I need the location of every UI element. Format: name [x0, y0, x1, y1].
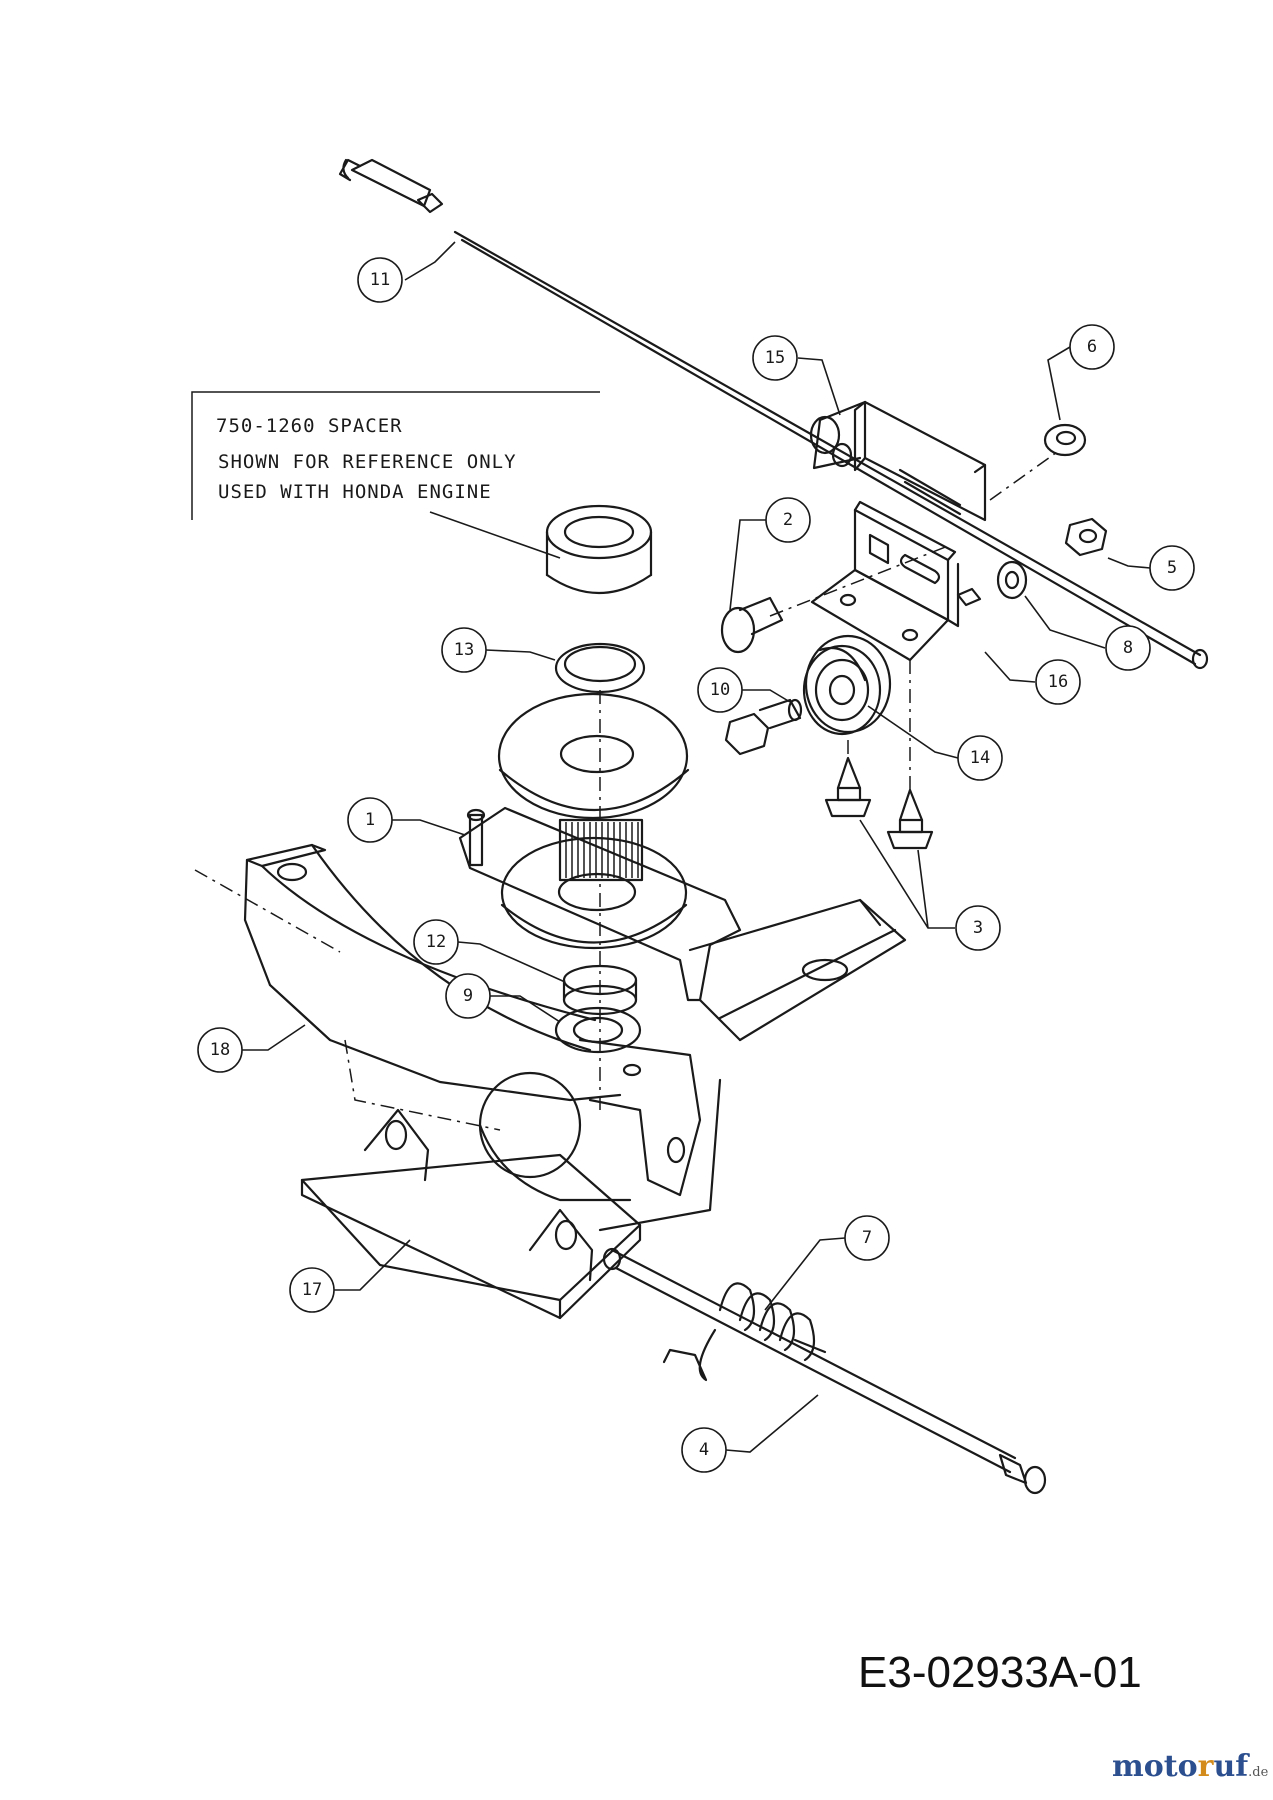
callout-1: 1	[347, 797, 466, 843]
centerline	[769, 545, 949, 617]
shoulder-bolt-10	[724, 698, 803, 756]
callout-9: 9	[445, 973, 561, 1023]
spacer-750-1260	[545, 504, 653, 594]
upper-bracket	[809, 400, 987, 522]
svg-text:17: 17	[302, 1280, 322, 1300]
svg-text:3: 3	[973, 918, 983, 938]
drive-disc-upper	[497, 692, 690, 820]
callout-5: 5	[1107, 545, 1195, 591]
callout-10: 10	[697, 667, 791, 713]
pivot-tube	[478, 1071, 632, 1202]
svg-text:18: 18	[210, 1040, 230, 1060]
callout-13: 13	[441, 627, 556, 673]
shift-rod	[338, 158, 1209, 670]
callout-7: 7	[764, 1215, 890, 1311]
idler-bracket	[810, 500, 982, 662]
svg-text:8: 8	[1123, 638, 1133, 658]
screw-3a	[824, 756, 872, 818]
watermark-part-2: r	[1197, 1749, 1214, 1784]
callout-11: 11	[357, 241, 456, 303]
callout-2: 2	[729, 497, 811, 611]
note-line-2: SHOWN FOR REFERENCE ONLY	[218, 451, 517, 473]
screw-3b	[886, 788, 934, 850]
svg-text:14: 14	[970, 748, 990, 768]
watermark-part-3: uf	[1213, 1749, 1249, 1784]
carriage-bolt-2	[720, 596, 784, 654]
svg-text:12: 12	[426, 932, 446, 952]
svg-text:16: 16	[1048, 672, 1068, 692]
centerline	[194, 869, 341, 953]
svg-text:6: 6	[1087, 337, 1097, 357]
lower-rod	[602, 1247, 1047, 1495]
svg-text:2: 2	[783, 510, 793, 530]
callout-8: 8	[1024, 595, 1151, 671]
svg-text:10: 10	[710, 680, 730, 700]
mounting-plate	[458, 806, 907, 1042]
centerline	[989, 449, 1061, 501]
drive-disc-lower	[500, 836, 688, 950]
svg-text:4: 4	[699, 1440, 709, 1460]
svg-text:13: 13	[454, 640, 474, 660]
callout-15: 15	[752, 335, 841, 416]
callout-14: 14	[867, 705, 1003, 781]
centerline	[344, 1039, 501, 1131]
svg-text:7: 7	[862, 1228, 872, 1248]
svg-text:5: 5	[1167, 558, 1177, 578]
svg-text:1: 1	[365, 810, 375, 830]
note-line-1: 750-1260 SPACER	[216, 415, 403, 437]
spring	[662, 1282, 827, 1382]
site-watermark-logo: motoruf.de	[1112, 1752, 1268, 1782]
nut-5	[1064, 517, 1108, 557]
callout-6: 6	[1047, 324, 1115, 421]
base-plate	[300, 1078, 722, 1320]
washer-13	[554, 642, 646, 694]
watermark-suffix: .de	[1248, 1765, 1269, 1780]
bearing-12	[562, 964, 638, 1016]
svg-text:11: 11	[370, 270, 390, 290]
note-line-3: USED WITH HONDA ENGINE	[218, 481, 492, 503]
svg-text:15: 15	[765, 348, 785, 368]
svg-text:9: 9	[463, 986, 473, 1006]
callout-16: 16	[984, 651, 1081, 705]
callout-18: 18	[197, 1024, 306, 1073]
drawing-number: E3-02933A-01	[858, 1648, 1142, 1697]
washer-8	[996, 560, 1028, 600]
callout-17: 17	[289, 1239, 411, 1313]
arc-bracket	[243, 843, 702, 1197]
watermark-part-1: moto	[1112, 1749, 1198, 1784]
reference-note: 750-1260 SPACER SHOWN FOR REFERENCE ONLY…	[191, 391, 600, 559]
idler-pulley-14	[802, 634, 892, 736]
splined-hub	[558, 818, 644, 882]
callout-12: 12	[413, 919, 566, 983]
nut-6	[1043, 423, 1087, 457]
callout-3: 3	[859, 819, 1001, 951]
callout-4: 4	[681, 1394, 819, 1473]
